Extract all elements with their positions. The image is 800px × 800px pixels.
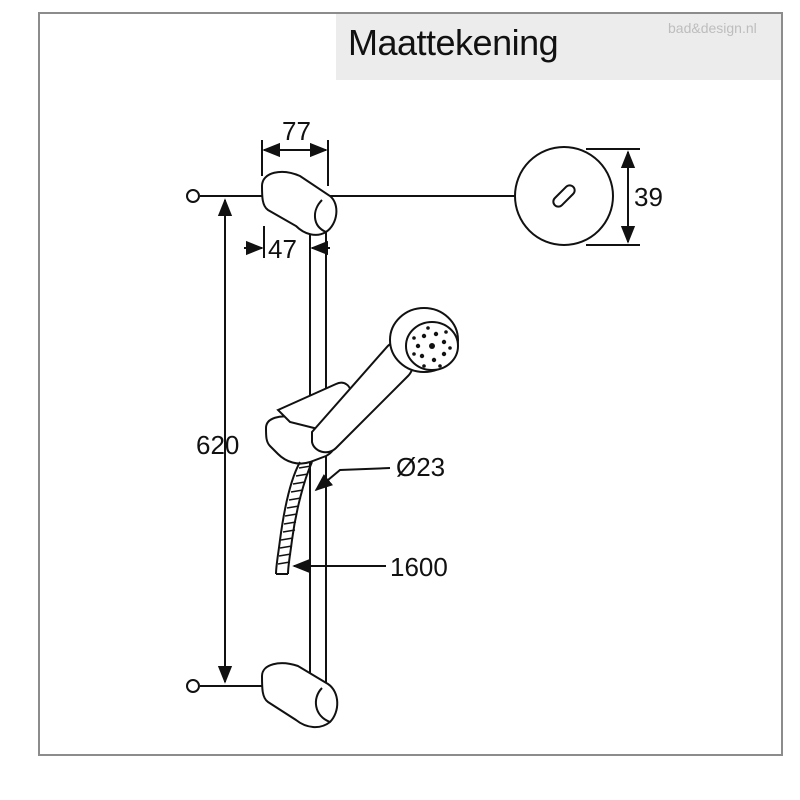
hose-diameter-label: Ø23 <box>396 452 446 482</box>
hose-diameter-leader <box>314 467 391 492</box>
hose-coils <box>277 465 312 565</box>
page-title: Maattekening <box>348 22 559 63</box>
shower-hose <box>275 461 313 575</box>
drawing-frame <box>38 12 783 756</box>
end-cap-slot-icon <box>552 184 576 208</box>
bottom-holder-edge <box>314 687 331 723</box>
hose-length-label: 1600 <box>390 552 448 582</box>
top-wall-holder <box>260 170 338 236</box>
header-bar <box>336 14 781 80</box>
holder-offset-label: 47 <box>268 234 297 264</box>
bottom-mount-screw-icon <box>186 679 200 693</box>
rail-height-label: 620 <box>196 430 240 460</box>
top-holder-edge <box>314 199 327 233</box>
top-mount-screw-icon <box>186 189 200 203</box>
shower-nozzles-icon <box>412 326 452 368</box>
brand-watermark: bad&design.nl <box>668 20 757 36</box>
cap-diameter-label: 39 <box>634 182 663 212</box>
holder-width-label: 77 <box>282 116 311 146</box>
